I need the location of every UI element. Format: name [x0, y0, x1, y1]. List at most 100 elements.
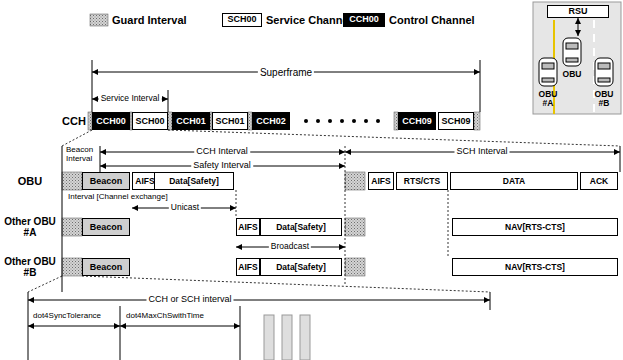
- dimension-line: [28, 60, 620, 360]
- dimension-line: [28, 326, 120, 327]
- annotation-label: OBU: [18, 175, 42, 187]
- frame-box: AIFS: [236, 258, 260, 276]
- node-text: CCH02: [256, 117, 286, 126]
- switch-bar: [264, 315, 310, 360]
- annotation-label: SCH Interval: [454, 147, 509, 157]
- annotation-label: CCH or SCH interval: [146, 295, 233, 305]
- ellipsis-dots: [364, 119, 368, 123]
- beacon-box: Beacon: [82, 172, 130, 190]
- legend-text: Guard Interval: [112, 14, 187, 26]
- frame-box: Data[Safety]: [154, 172, 234, 190]
- node-text: Data[Safety]: [276, 263, 326, 272]
- ellipsis-dots: [352, 119, 356, 123]
- frame-box: AIFS: [368, 172, 394, 190]
- annotation-label: Beacon Interval: [66, 146, 100, 164]
- node-text: Beacon: [90, 263, 123, 272]
- annotation-label: SCH00: [227, 15, 256, 25]
- vehicle: [542, 78, 554, 82]
- node-text: RSU: [568, 7, 587, 16]
- guide-line: [62, 130, 92, 146]
- beacon-box: Beacon: [82, 218, 130, 236]
- frame-box: DATA: [450, 172, 578, 190]
- node-text: OBU: [563, 70, 582, 79]
- beacon-box: Beacon: [82, 258, 130, 276]
- vehicle: [539, 38, 613, 86]
- switch-bar: [300, 315, 310, 360]
- guard-interval: [62, 258, 82, 276]
- channel-box: CCH00: [92, 112, 130, 130]
- guard-interval: [345, 218, 365, 236]
- frame-box: ACK: [580, 172, 618, 190]
- guard-interval: [474, 112, 480, 130]
- ellipsis-dots: [304, 119, 380, 123]
- vehicle: [539, 58, 557, 86]
- dimension-line: [28, 300, 490, 301]
- dimension-line: [92, 60, 93, 112]
- guard-interval: [62, 172, 82, 190]
- annotation-label: Superframe: [258, 67, 314, 78]
- ellipsis-dots: [316, 119, 320, 123]
- dimension-line: [100, 146, 101, 172]
- channel-box: CCH02: [252, 112, 290, 130]
- vehicle: [598, 78, 610, 82]
- frame-box: Data[Safety]: [260, 258, 342, 276]
- node-text: AIFS: [371, 177, 390, 186]
- guard-interval: [345, 258, 365, 276]
- annotation-label: OBU #A: [535, 90, 561, 109]
- channel-box: SCH01: [212, 112, 248, 130]
- ellipsis-dots: [376, 119, 380, 123]
- ellipsis-dots: [328, 119, 332, 123]
- channel-box: SCH09: [438, 112, 474, 130]
- node-text: ACK: [590, 177, 608, 186]
- vehicle: [566, 58, 578, 62]
- frame-box: Data[Safety]: [260, 218, 342, 236]
- annotation-label: dot4MaxChSwithTime: [124, 312, 206, 321]
- road-inset: [533, 2, 621, 114]
- guide-line: [345, 146, 346, 285]
- dimension-line: [62, 146, 63, 292]
- dimension-line: [168, 90, 169, 112]
- channel-box: CCH09: [398, 112, 436, 130]
- vehicle: [598, 63, 610, 69]
- guide-line: [236, 190, 237, 218]
- node-text: SCH09: [441, 117, 470, 126]
- annotation-label: OBU #B: [595, 90, 614, 109]
- dimension-line: [620, 146, 621, 172]
- node-text: CCH01: [176, 117, 206, 126]
- switch-bar: [282, 315, 292, 360]
- guide-line: [168, 130, 620, 146]
- node-text: AIFS: [135, 177, 154, 186]
- guide-line: [448, 190, 449, 258]
- annotation-label: Interval [Channel exchange]: [66, 193, 170, 202]
- annotation-label: Unicast: [169, 203, 201, 212]
- guide-line: [82, 276, 490, 292]
- node-text: Data[Safety]: [276, 223, 326, 232]
- dimension-line: [240, 306, 241, 360]
- guide-line: [28, 130, 620, 292]
- guard-interval: [62, 14, 480, 276]
- vehicle: [595, 58, 613, 86]
- node-text: CCH00: [96, 117, 126, 126]
- annotation-label: CCH Interval: [194, 147, 250, 157]
- node-text: AIFS: [238, 263, 257, 272]
- dimension-line: [490, 292, 491, 310]
- annotation-label: dot4SyncTolerance: [31, 312, 103, 321]
- nav-box: NAV[RTS-CTS]: [452, 258, 618, 276]
- node-text: Beacon: [90, 223, 123, 232]
- ellipsis-dots: [304, 119, 308, 123]
- legend-text: Control Channel: [389, 14, 475, 26]
- node-text: SCH00: [135, 117, 164, 126]
- vehicle: [566, 43, 578, 49]
- node-text: NAV[RTS-CTS]: [505, 223, 565, 232]
- frame-box: RTS/CTS: [396, 172, 448, 190]
- channel-box: CCH01: [172, 112, 210, 130]
- annotation-label: Safety Interval: [191, 161, 253, 171]
- dimension-line: [480, 60, 481, 112]
- guard-interval: [345, 172, 365, 190]
- ellipsis-dots: [340, 119, 344, 123]
- vehicle: [542, 63, 554, 69]
- dimension-line: [120, 326, 240, 327]
- vehicle-node: OBU: [556, 36, 588, 80]
- node-text: NAV[RTS-CTS]: [505, 263, 565, 272]
